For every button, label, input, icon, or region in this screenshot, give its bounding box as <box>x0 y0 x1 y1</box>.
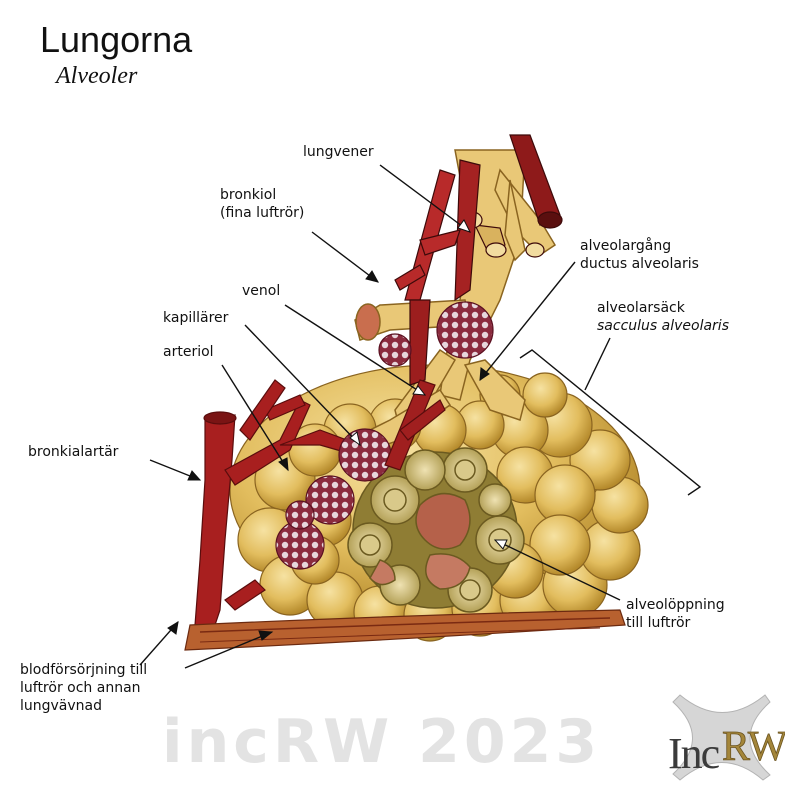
pointer-arteriol <box>221 364 289 471</box>
watermark: incRW 2023 <box>162 707 602 777</box>
svg-text:Inc: Inc <box>668 729 720 778</box>
label-venol: venol <box>242 283 281 299</box>
label-blodforsorjning-line2: luftrör och annan <box>20 680 141 696</box>
pointer-blodforsorjning-2 <box>184 631 273 669</box>
label-alveoloppning: alveolöppning <box>626 597 725 613</box>
capillary-networks <box>275 301 494 570</box>
label-blodforsorjning-line3: lungvävnad <box>20 698 103 714</box>
pointer-lungvener <box>379 164 471 233</box>
label-alveolarsack-latin: sacculus alveolaris <box>597 318 729 334</box>
pointer-bronkiol <box>311 231 379 283</box>
pointer-alveolarsack <box>584 337 611 391</box>
pointer-venol <box>284 304 426 396</box>
label-blodforsorjning-line1: blodförsörjning till <box>20 662 148 678</box>
incrw-logo: Inc RW <box>668 694 785 781</box>
label-lungvener: lungvener <box>303 144 374 160</box>
pointer-alveolargang <box>479 261 576 381</box>
pointer-arrowheads <box>167 219 508 641</box>
bracket-alveolarsack <box>519 349 702 496</box>
label-kapillarer: kapillärer <box>163 310 229 326</box>
lower-vessel <box>184 609 626 651</box>
label-bronkiol: bronkiol <box>220 187 277 203</box>
label-bronkialartar: bronkialartär <box>28 444 119 460</box>
label-bronkiol-sub: (fina luftrör) <box>220 205 305 221</box>
page-subtitle: Alveoler <box>56 63 138 89</box>
label-alveolargang: alveolargång <box>580 238 672 254</box>
label-alveolargang-latin: ductus alveolaris <box>580 256 699 272</box>
pointer-alveoloppning <box>494 539 621 601</box>
venule <box>384 379 446 471</box>
pointer-lines <box>139 164 702 669</box>
label-alveolarsack: alveolarsäck <box>597 300 685 316</box>
page-title: Lungorna <box>40 19 193 60</box>
label-alveoloppning-sub: till luftrör <box>626 615 691 631</box>
alveolar-cross-section <box>347 447 525 613</box>
label-arteriol: arteriol <box>163 344 214 360</box>
pointer-kapillarer <box>244 324 361 446</box>
svg-text:RW: RW <box>722 724 785 770</box>
